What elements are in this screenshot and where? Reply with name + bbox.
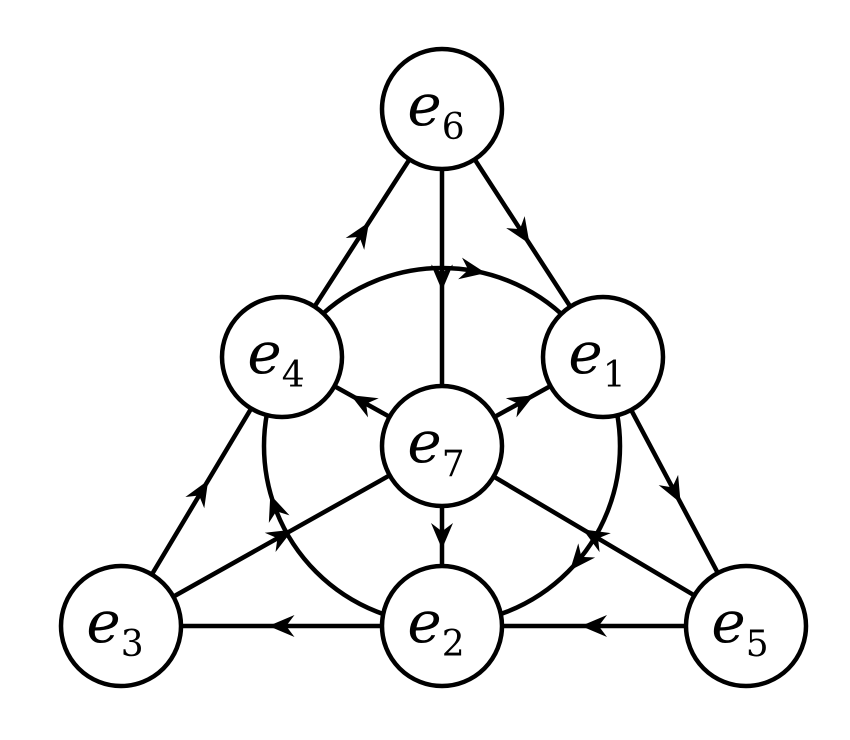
- arrow-e3-e7: [264, 529, 293, 552]
- arrow-e6-e1: [506, 216, 530, 244]
- node-e3-circle: [58, 563, 184, 689]
- node-e6-circle: [379, 46, 505, 172]
- circle-arrow-e4-to-e1: [458, 257, 486, 280]
- arrow-e2-e3: [268, 615, 295, 637]
- node-e5-circle: [683, 563, 809, 689]
- arrow-e6-e7: [431, 264, 453, 291]
- arrow-e5-e2: [581, 615, 607, 637]
- circle-arrow-e1-to-e2: [569, 543, 596, 571]
- arrow-e1-e5: [658, 474, 681, 503]
- node-e2-label: e2: [407, 588, 464, 665]
- arrow-e7-e2: [431, 523, 453, 549]
- node-e4: e4: [219, 294, 345, 420]
- node-e4-circle: [219, 294, 345, 420]
- arrow-e5-e7: [582, 529, 611, 553]
- node-e6: e6: [379, 46, 505, 172]
- arrowheads-layer: [185, 216, 681, 637]
- node-e5: e5: [683, 563, 809, 689]
- node-e2-circle: [379, 563, 505, 689]
- node-e6-label: e6: [407, 71, 464, 148]
- node-e4-label: e4: [247, 319, 304, 396]
- arrow-e7-e1: [505, 395, 534, 418]
- circle-arrow-e2-to-e4: [268, 494, 290, 523]
- node-e5-label: e5: [711, 588, 768, 665]
- node-e1: e1: [540, 294, 666, 420]
- node-e1-label: e1: [568, 319, 625, 396]
- node-e3-label: e3: [86, 588, 143, 665]
- node-e2: e2: [379, 563, 505, 689]
- node-e7-label: e7: [407, 408, 464, 485]
- node-e7: e7: [379, 383, 505, 509]
- node-e3: e3: [58, 563, 184, 689]
- nodes-layer: e6 e4 e1 e7 e3 e2 e5: [58, 46, 809, 689]
- node-e7-circle: [379, 383, 505, 509]
- node-e1-circle: [540, 294, 666, 420]
- arrow-e7-e4: [350, 395, 379, 418]
- arrow-e4-e6: [345, 222, 370, 250]
- arrow-e3-e4: [185, 480, 209, 509]
